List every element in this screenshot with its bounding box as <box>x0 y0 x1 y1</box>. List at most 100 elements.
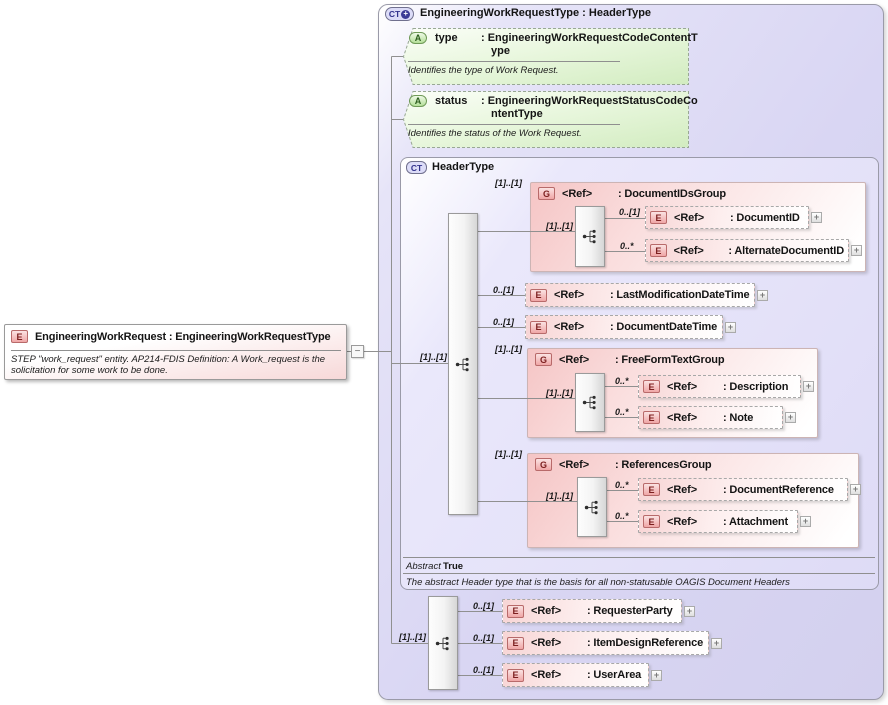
element-name: : Note <box>723 411 754 424</box>
complex-type-badge-label: CT <box>388 9 401 19</box>
sequence-icon <box>582 229 596 244</box>
header-type-title: HeaderType <box>432 161 495 173</box>
element-name: : Description <box>723 380 789 393</box>
ref-label: <Ref> <box>559 458 590 471</box>
abstract-label: Abstract <box>406 561 441 572</box>
divider <box>11 350 341 351</box>
ref-label: <Ref> <box>562 187 593 200</box>
element-badge: E <box>643 411 660 424</box>
sequence-icon <box>582 395 596 410</box>
container-title: EngineeringWorkRequestType : HeaderType <box>420 7 652 19</box>
cardinality-label: 0..[1] <box>493 285 515 295</box>
element-badge: E <box>643 380 660 393</box>
group-name: : ReferencesGroup <box>615 458 712 471</box>
cardinality-label: [1]..[1] <box>546 491 573 501</box>
group-title-freeformtext: G <Ref> : FreeFormTextGroup <box>535 353 725 366</box>
group-badge: G <box>538 187 555 200</box>
element-badge: E <box>11 330 28 343</box>
element-badge: E <box>650 244 667 257</box>
divider <box>403 557 875 558</box>
element-badge: E <box>643 515 660 528</box>
expand-icon[interactable]: + <box>725 322 736 333</box>
ref-label: <Ref> <box>554 289 585 301</box>
cardinality-label: [1]..[1] <box>399 632 426 642</box>
element-box-note[interactable]: E <Ref> : Note <box>638 406 783 429</box>
element-box-requesterparty[interactable]: E <Ref> : RequesterParty <box>502 599 682 623</box>
element-badge: E <box>507 604 524 618</box>
attribute-shape <box>403 28 689 85</box>
element-name: : LastModificationDateTime <box>610 289 750 301</box>
element-badge: E <box>507 668 524 682</box>
sequence-bar-header <box>448 213 478 515</box>
sequence-icon <box>455 357 469 371</box>
cardinality-label: 0..[1] <box>473 665 495 675</box>
group-title-documentids: G <Ref> : DocumentIDsGroup <box>538 187 726 200</box>
element-box-alternatedocumentid[interactable]: E <Ref> : AlternateDocumentID <box>645 239 849 262</box>
group-badge: G <box>535 458 552 471</box>
cardinality-label: 0..* <box>615 376 629 386</box>
expand-icon[interactable]: + <box>803 381 814 392</box>
attribute-type: : EngineeringWorkRequestCodeContentType <box>481 32 698 57</box>
element-name: : AlternateDocumentID <box>728 244 844 257</box>
sequence-icon <box>584 500 598 514</box>
ref-label: <Ref> <box>667 483 698 496</box>
divider <box>408 124 620 125</box>
header-type-annotation: The abstract Header type that is the bas… <box>406 577 790 588</box>
attribute-name: type <box>435 32 458 44</box>
cardinality-label: [1]..[1] <box>546 388 573 398</box>
expand-icon[interactable]: + <box>711 638 722 649</box>
sequence-bar-footer <box>428 596 458 690</box>
element-box-documentdatetime[interactable]: E <Ref> : DocumentDateTime <box>525 315 723 339</box>
ref-label: <Ref> <box>559 353 590 366</box>
sequence-icon <box>435 636 449 650</box>
expand-icon[interactable]: + <box>800 516 811 527</box>
attribute-badge: A <box>409 95 427 107</box>
cardinality-label: 0..[1] <box>493 317 515 327</box>
group-name: : FreeFormTextGroup <box>615 353 725 366</box>
cardinality-label: 0..[1] <box>473 601 495 611</box>
element-badge: E <box>530 288 547 302</box>
ref-label: <Ref> <box>667 515 698 528</box>
cardinality-label: 0..[1] <box>473 633 495 643</box>
element-box-documentid[interactable]: E <Ref> : DocumentID <box>645 206 809 229</box>
element-badge: E <box>643 483 660 496</box>
expand-icon[interactable]: + <box>850 484 861 495</box>
element-name: : DocumentID <box>730 211 800 224</box>
ref-label: <Ref> <box>531 637 562 649</box>
ref-label: <Ref> <box>674 211 705 224</box>
sequence-bar-freeformtext <box>575 373 605 432</box>
element-box-attachment[interactable]: E <Ref> : Attachment <box>638 510 798 533</box>
plus-circle-icon: + <box>401 9 411 19</box>
collapse-icon[interactable]: − <box>351 345 364 358</box>
element-badge: E <box>530 320 547 334</box>
expand-icon[interactable]: + <box>757 290 768 301</box>
group-title-references: G <Ref> : ReferencesGroup <box>535 458 712 471</box>
cardinality-label: 0..* <box>615 480 629 490</box>
attribute-box-status[interactable]: A status : EngineeringWorkRequestStatusC… <box>403 91 698 148</box>
divider <box>408 61 620 62</box>
cardinality-label: 0..* <box>615 511 629 521</box>
expand-icon[interactable]: + <box>651 670 662 681</box>
complex-type-badge: CT <box>406 161 427 174</box>
element-box-lastmodificationdatetime[interactable]: E <Ref> : LastModificationDateTime <box>525 283 755 307</box>
ref-label: <Ref> <box>667 411 698 424</box>
expand-icon[interactable]: + <box>811 212 822 223</box>
element-badge: E <box>650 211 667 224</box>
element-box-itemdesignreference[interactable]: E <Ref> : ItemDesignReference <box>502 631 709 655</box>
complex-type-badge: CT + <box>385 7 414 21</box>
element-name: : UserArea <box>587 669 642 681</box>
element-box-documentreference[interactable]: E <Ref> : DocumentReference <box>638 478 848 501</box>
expand-icon[interactable]: + <box>851 245 862 256</box>
attribute-box-type[interactable]: A type : EngineeringWorkRequestCodeConte… <box>403 28 698 85</box>
cardinality-label: [1]..[1] <box>495 178 522 188</box>
attribute-name: status <box>435 95 468 107</box>
expand-icon[interactable]: + <box>785 412 796 423</box>
element-box-userarea[interactable]: E <Ref> : UserArea <box>502 663 649 687</box>
expand-icon[interactable]: + <box>684 606 695 617</box>
element-name: : ItemDesignReference <box>587 637 704 649</box>
element-box-description[interactable]: E <Ref> : Description <box>638 375 801 398</box>
root-element-box[interactable]: E EngineeringWorkRequest : EngineeringWo… <box>4 324 347 380</box>
root-element-title: EngineeringWorkRequest : EngineeringWork… <box>35 330 331 343</box>
cardinality-label: [1]..[1] <box>546 221 573 231</box>
